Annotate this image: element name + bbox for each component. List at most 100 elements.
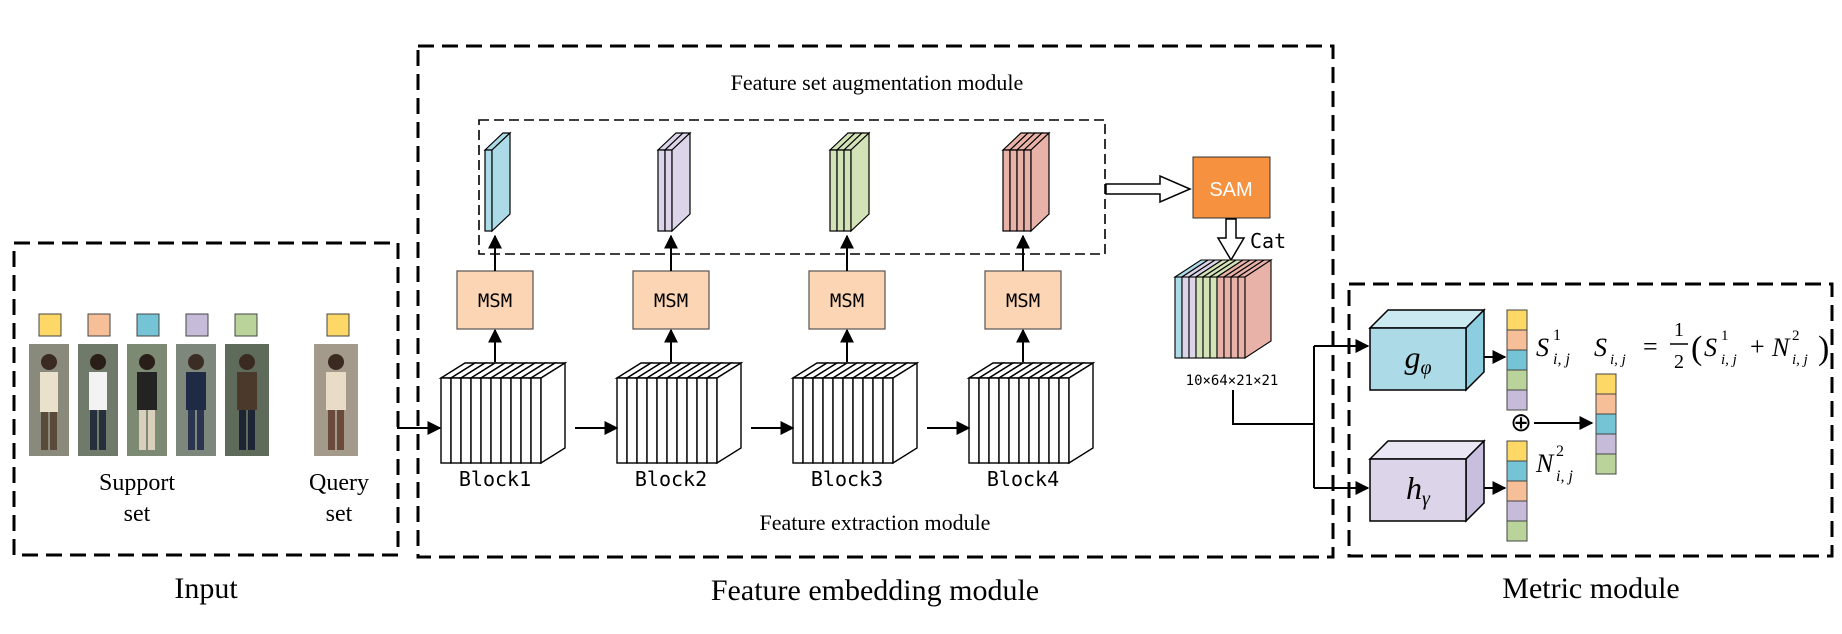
svg-text:hγ: hγ <box>1406 470 1431 510</box>
msm-3: MSM <box>808 234 886 330</box>
embedding-region-frame <box>416 44 1335 559</box>
formula-n-subscript: i, j <box>1792 352 1808 368</box>
n-superscript: 2 <box>1556 443 1564 460</box>
augmented-feature-maps <box>483 131 1051 233</box>
s-vector-cell-2 <box>1506 329 1528 351</box>
block-2: Block2 <box>614 328 744 491</box>
query-photo <box>314 344 358 456</box>
support-color-yellow <box>38 313 62 337</box>
connector-concat-to-metric <box>1232 390 1314 425</box>
concat-slab-4 <box>1195 276 1204 359</box>
formula-frac-denominator: 2 <box>1674 351 1684 373</box>
input-title: Input <box>174 572 238 605</box>
formula-equals: = <box>1643 332 1658 361</box>
s-vector-cell-1 <box>1506 309 1528 331</box>
metric-region-frame <box>1347 282 1834 558</box>
support-photo-2 <box>78 344 118 456</box>
s-superscript: 1 <box>1553 327 1561 344</box>
n-score-label: N <box>1535 449 1555 478</box>
g-phi-module: gφ <box>1368 308 1486 392</box>
dims-label: 10×64×21×21 <box>1186 373 1279 389</box>
concat-slab-8 <box>1223 276 1232 359</box>
support-set-colors <box>38 313 258 337</box>
h-gamma-module: hγ <box>1368 439 1486 523</box>
s-main: S <box>1536 333 1549 362</box>
hollow-arrow-sam-down <box>1216 218 1246 262</box>
n-subscript: i, j <box>1556 468 1573 485</box>
support-color-peach <box>87 313 111 337</box>
support-photo-1 <box>29 344 69 456</box>
result-vector-cell-5 <box>1595 453 1617 475</box>
support-photo-3 <box>127 344 167 456</box>
sam-label: SAM <box>1209 179 1252 201</box>
sam-module <box>1192 156 1271 219</box>
formula-n-superscript: 2 <box>1792 328 1800 344</box>
formula-lhs: S <box>1594 333 1607 362</box>
hollow-arrow-to-sam <box>1105 174 1192 204</box>
s-vector-cell-5 <box>1506 389 1528 411</box>
augmentation-label: Feature set augmentation module <box>731 70 1024 95</box>
query-label-line1: Query <box>309 470 369 496</box>
n-vector-cell-4 <box>1506 500 1528 522</box>
concat-slab-6 <box>1209 276 1218 359</box>
feature-map-2 <box>656 131 692 233</box>
concatenated-feature-stack <box>1173 258 1273 360</box>
msm-label-2: MSM <box>654 290 688 312</box>
query-color-yellow <box>326 313 350 337</box>
extraction-label: Feature extraction module <box>760 510 991 535</box>
n-vector-cell-1 <box>1506 440 1528 462</box>
concat-slab-7 <box>1216 276 1225 359</box>
msm-4: MSM <box>984 234 1062 330</box>
augmentation-module-frame <box>478 119 1106 255</box>
input-region-frame <box>12 241 400 557</box>
concat-slab-2 <box>1181 276 1190 359</box>
support-color-green <box>234 313 258 337</box>
feature-map-3 <box>828 131 871 233</box>
msm-label-3: MSM <box>830 290 864 312</box>
n-vector-cell-5 <box>1506 520 1528 542</box>
s-subscript: i, j <box>1553 351 1570 368</box>
n-main: N <box>1535 449 1555 478</box>
block-label-2: Block2 <box>635 467 707 491</box>
block-4: Block4 <box>966 328 1096 491</box>
query-label-line2: set <box>326 501 353 527</box>
block-label-3: Block3 <box>811 467 883 491</box>
s-vector-cell-4 <box>1506 369 1528 391</box>
msm-modules: MSM MSM MSM MSM <box>456 234 1062 330</box>
block-1: Block1 <box>438 328 568 491</box>
concat-slab-5 <box>1202 276 1211 359</box>
block-label-4: Block4 <box>987 467 1059 491</box>
concat-slab-1 <box>1174 276 1183 359</box>
formula-frac-numerator: 1 <box>1674 319 1684 341</box>
formula-plus: + <box>1750 332 1765 361</box>
result-vector-cell-3 <box>1595 413 1617 435</box>
formula-s-subscript: i, j <box>1721 352 1737 368</box>
block-3: Block3 <box>790 328 920 491</box>
result-vector-cell-1 <box>1595 373 1617 395</box>
embedding-title: Feature embedding module <box>711 574 1039 607</box>
support-label-line1: Support <box>99 470 175 496</box>
n-vector-cell-2 <box>1506 460 1528 482</box>
h-symbol: h <box>1406 470 1422 506</box>
support-photo-4 <box>176 344 216 456</box>
concat-slab-10 <box>1237 276 1246 359</box>
concat-side <box>1244 258 1272 360</box>
feature-map-1 <box>483 131 512 233</box>
support-color-lavender <box>185 313 209 337</box>
msm-1: MSM <box>456 234 534 330</box>
cat-label: Cat <box>1250 229 1286 253</box>
s-vector <box>1506 309 1528 411</box>
support-label-line2: set <box>124 501 151 527</box>
concat-slab-3 <box>1188 276 1197 359</box>
feature-map-4 <box>1001 131 1051 233</box>
concat-slab-9 <box>1230 276 1239 359</box>
msm-label-4: MSM <box>1006 290 1040 312</box>
result-vector-cell-2 <box>1595 393 1617 415</box>
formula-lhs-subscript: i, j <box>1610 352 1626 368</box>
msm-2: MSM <box>632 234 710 330</box>
h-subscript: γ <box>1422 488 1431 510</box>
n-vector <box>1506 440 1528 542</box>
